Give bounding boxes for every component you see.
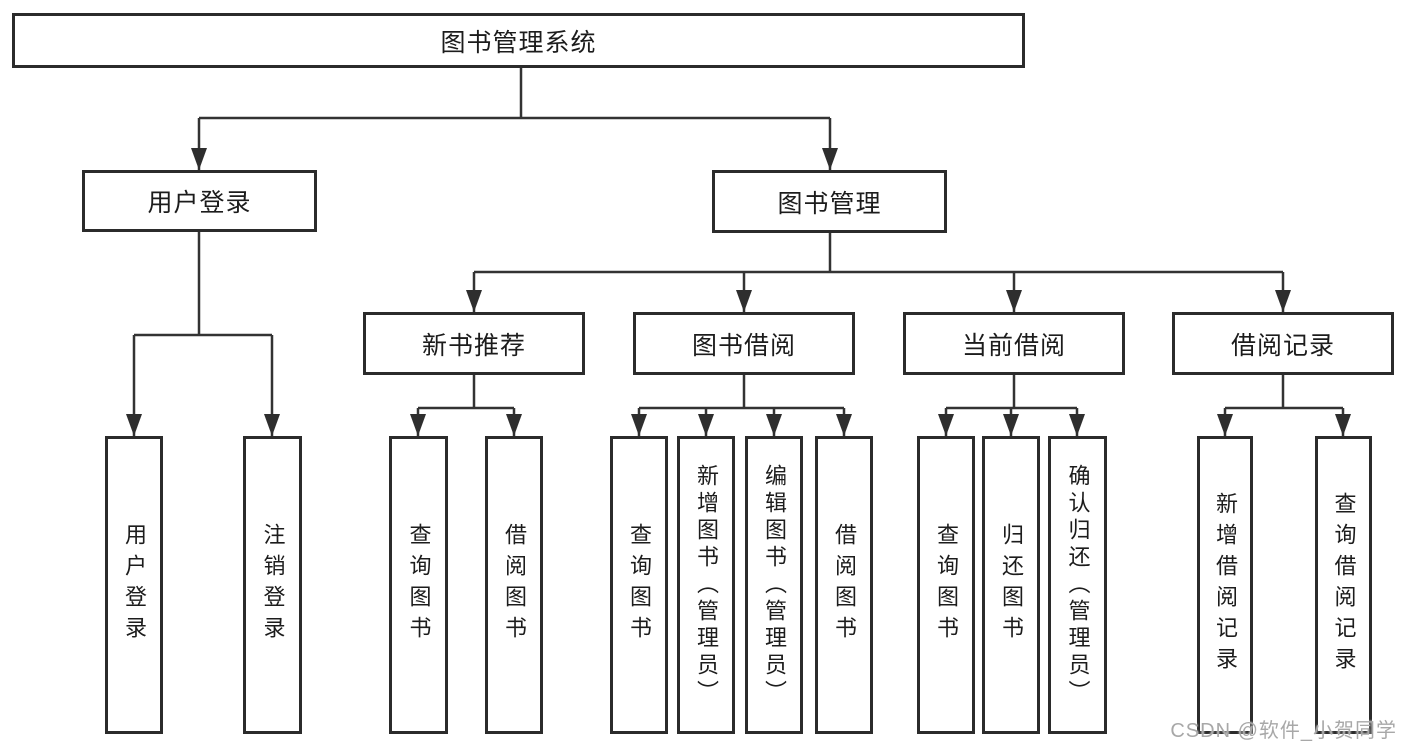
leaf-query-book-recommend: 查询图书 xyxy=(389,436,448,734)
leaf-add-borrow-record-label: 新增借阅记录 xyxy=(1213,492,1238,678)
leaf-borrow-book-label: 借阅图书 xyxy=(832,523,857,647)
node-user-login: 用户登录 xyxy=(82,170,317,232)
node-user-login-label: 用户登录 xyxy=(147,189,252,217)
leaf-query-borrow-record-label: 查询借阅记录 xyxy=(1331,492,1357,678)
node-book-borrowing: 图书借阅 xyxy=(633,312,855,375)
leaf-confirm-return-admin: 确认归还（管理员） xyxy=(1048,436,1107,734)
node-current-borrowing-label: 当前借阅 xyxy=(961,331,1066,360)
leaf-add-book-admin: 新增图书（管理员） xyxy=(677,436,735,734)
leaf-borrow-book-recommend-label: 借阅图书 xyxy=(502,523,527,647)
leaf-add-book-admin-label: 新增图书（管理员） xyxy=(694,463,719,707)
node-borrowing-records-label: 借阅记录 xyxy=(1230,331,1335,360)
leaf-query-book-recommend-label: 查询图书 xyxy=(406,523,432,647)
leaf-edit-book-admin-label: 编辑图书（管理员） xyxy=(762,463,787,707)
leaf-return-book-label: 归还图书 xyxy=(999,523,1024,647)
node-book-management: 图书管理 xyxy=(712,170,947,233)
csdn-watermark: CSDN @软件_小贺同学 xyxy=(1170,720,1397,742)
leaf-query-book-borrowing: 查询图书 xyxy=(610,436,668,734)
leaf-borrow-book-recommend: 借阅图书 xyxy=(485,436,543,734)
leaf-query-borrow-record: 查询借阅记录 xyxy=(1315,436,1372,734)
leaf-query-book-borrowing-label: 查询图书 xyxy=(627,523,652,647)
leaf-borrow-book: 借阅图书 xyxy=(815,436,873,734)
leaf-query-book-current-label: 查询图书 xyxy=(934,523,959,647)
leaf-return-book: 归还图书 xyxy=(982,436,1040,734)
node-borrowing-records: 借阅记录 xyxy=(1172,312,1394,375)
node-book-borrowing-label: 图书借阅 xyxy=(691,331,796,360)
leaf-logout-label: 注销登录 xyxy=(260,523,286,647)
node-root-label: 图书管理系统 xyxy=(440,28,597,57)
leaf-confirm-return-admin-label: 确认归还（管理员） xyxy=(1065,463,1091,707)
leaf-logout: 注销登录 xyxy=(243,436,302,734)
leaf-edit-book-admin: 编辑图书（管理员） xyxy=(745,436,803,734)
node-root-library-system: 图书管理系统 xyxy=(12,13,1025,68)
leaf-add-borrow-record: 新增借阅记录 xyxy=(1197,436,1253,734)
node-current-borrowing: 当前借阅 xyxy=(903,312,1125,375)
node-new-book-recommend-label: 新书推荐 xyxy=(421,331,526,360)
leaf-query-book-current: 查询图书 xyxy=(917,436,975,734)
node-book-management-label: 图书管理 xyxy=(777,189,882,218)
leaf-user-login-label: 用户登录 xyxy=(122,523,147,647)
node-new-book-recommend: 新书推荐 xyxy=(363,312,585,375)
leaf-user-login: 用户登录 xyxy=(105,436,163,734)
